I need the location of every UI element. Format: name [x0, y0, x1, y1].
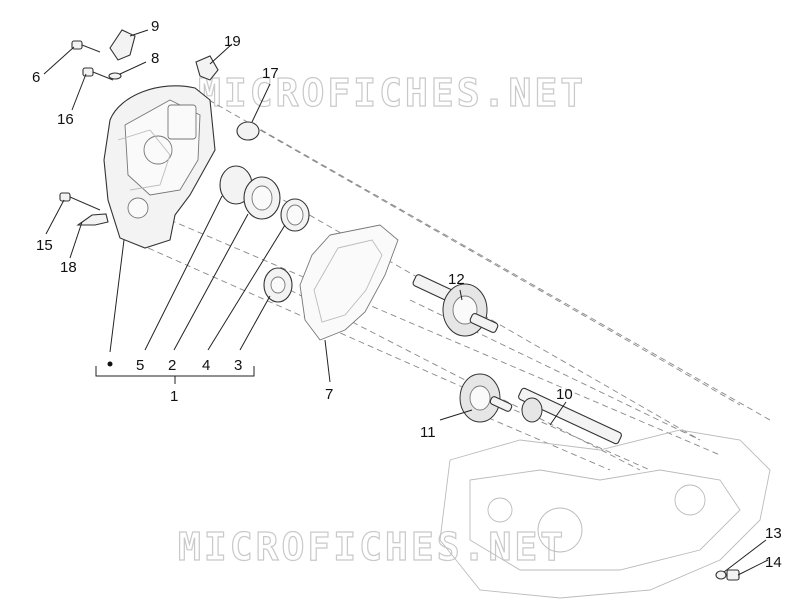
bracket-9	[109, 29, 136, 61]
watermark-top: MICROFICHES.NET	[198, 71, 586, 115]
callout-3: 3	[234, 357, 242, 374]
callout-5: 5	[136, 357, 144, 374]
bullet-dot	[107, 361, 113, 367]
bolt-6	[71, 40, 101, 53]
callout-15: 15	[36, 237, 53, 254]
seal-4	[280, 198, 310, 232]
bearing-2	[243, 176, 281, 220]
callout-14: 14	[765, 554, 782, 571]
shaft-10	[518, 387, 622, 445]
callout-6: 6	[32, 69, 40, 86]
gasket-7	[299, 224, 399, 341]
callout-19: 19	[224, 33, 241, 50]
crankcase	[439, 429, 771, 599]
callout-numbers: 6 16 9 8 19 17 15 18 5 2 4 3 1 7 12 11 1…	[32, 18, 782, 571]
callout-11: 11	[420, 424, 436, 441]
washer-13	[715, 570, 727, 580]
callout-9: 9	[151, 18, 159, 35]
tab-18	[76, 213, 109, 226]
callout-16: 16	[57, 111, 74, 128]
leader-lines	[43, 29, 769, 576]
callout-1: 1	[170, 388, 178, 405]
callout-4: 4	[202, 357, 210, 374]
washer-8	[108, 72, 122, 80]
bearing-3	[263, 267, 293, 303]
callout-10: 10	[556, 386, 573, 403]
bolt-16	[82, 67, 114, 81]
callout-18: 18	[60, 259, 77, 276]
callout-2: 2	[168, 357, 176, 374]
callout-17: 17	[262, 65, 279, 82]
watermark-bottom: MICROFICHES.NET	[178, 525, 566, 569]
plug-17	[236, 121, 260, 141]
callout-8: 8	[151, 50, 159, 67]
transmission-cover	[103, 85, 216, 249]
bolt-15	[59, 192, 101, 211]
callout-7: 7	[325, 386, 333, 403]
callout-13: 13	[765, 525, 782, 542]
callout-12: 12	[448, 271, 465, 288]
plug-14	[726, 569, 740, 581]
gear-shaft-12	[412, 274, 499, 337]
gear-11	[459, 373, 513, 423]
